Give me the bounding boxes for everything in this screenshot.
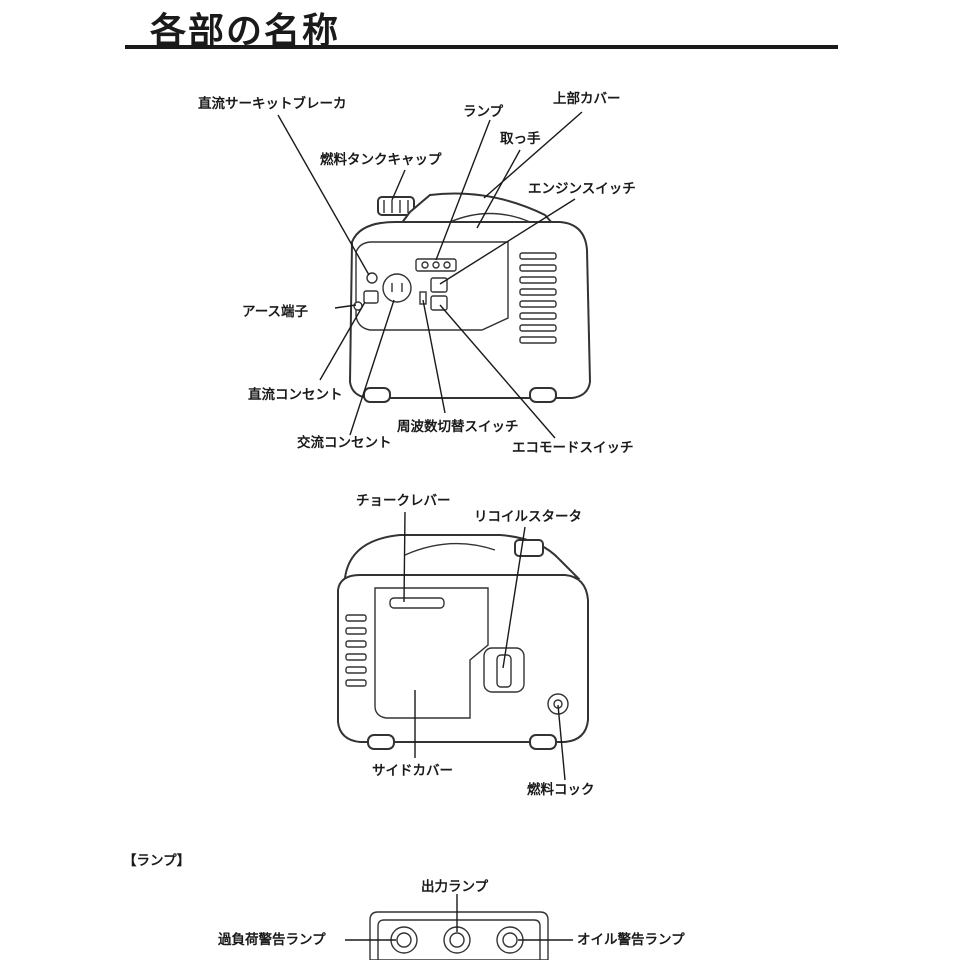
lamp-section-heading: 【ランプ】 — [123, 853, 190, 869]
label-oil-lamp: オイル警告ランプ — [577, 931, 685, 948]
label-fuel-cock: 燃料コック — [527, 781, 595, 798]
label-recoil-starter: リコイルスタータ — [474, 509, 582, 525]
overload-lamp-icon — [390, 926, 418, 954]
label-dc-breaker: 直流サーキットブレーカ — [198, 95, 347, 112]
label-ground-terminal: アース端子 — [242, 303, 309, 320]
front-view-generator — [348, 192, 592, 403]
label-ac-outlet: 交流コンセント — [297, 434, 392, 451]
title-rule — [125, 45, 838, 49]
label-handle: 取っ手 — [500, 130, 541, 147]
label-engine-switch: エンジンスイッチ — [528, 181, 636, 197]
lamp-leader-lines — [345, 894, 573, 941]
label-lamp: ランプ — [463, 104, 504, 120]
label-frequency-switch: 周波数切替スイッチ — [397, 418, 519, 435]
label-top-cover: 上部カバー — [553, 90, 621, 107]
label-dc-outlet: 直流コンセント — [248, 386, 343, 403]
rear-leader-lines — [403, 511, 566, 781]
label-choke-lever: チョークレバー — [356, 493, 451, 509]
output-lamp-icon — [443, 926, 471, 954]
label-fuel-cap: 燃料タンクキャップ — [320, 151, 442, 168]
label-overload-lamp: 過負荷警告ランプ — [217, 931, 326, 948]
front-leader-lines — [277, 111, 583, 439]
label-output-lamp: 出力ランプ — [421, 878, 489, 895]
label-eco-switch: エコモードスイッチ — [512, 440, 634, 456]
rear-view-generator — [337, 534, 589, 750]
label-side-cover: サイドカバー — [372, 763, 453, 779]
